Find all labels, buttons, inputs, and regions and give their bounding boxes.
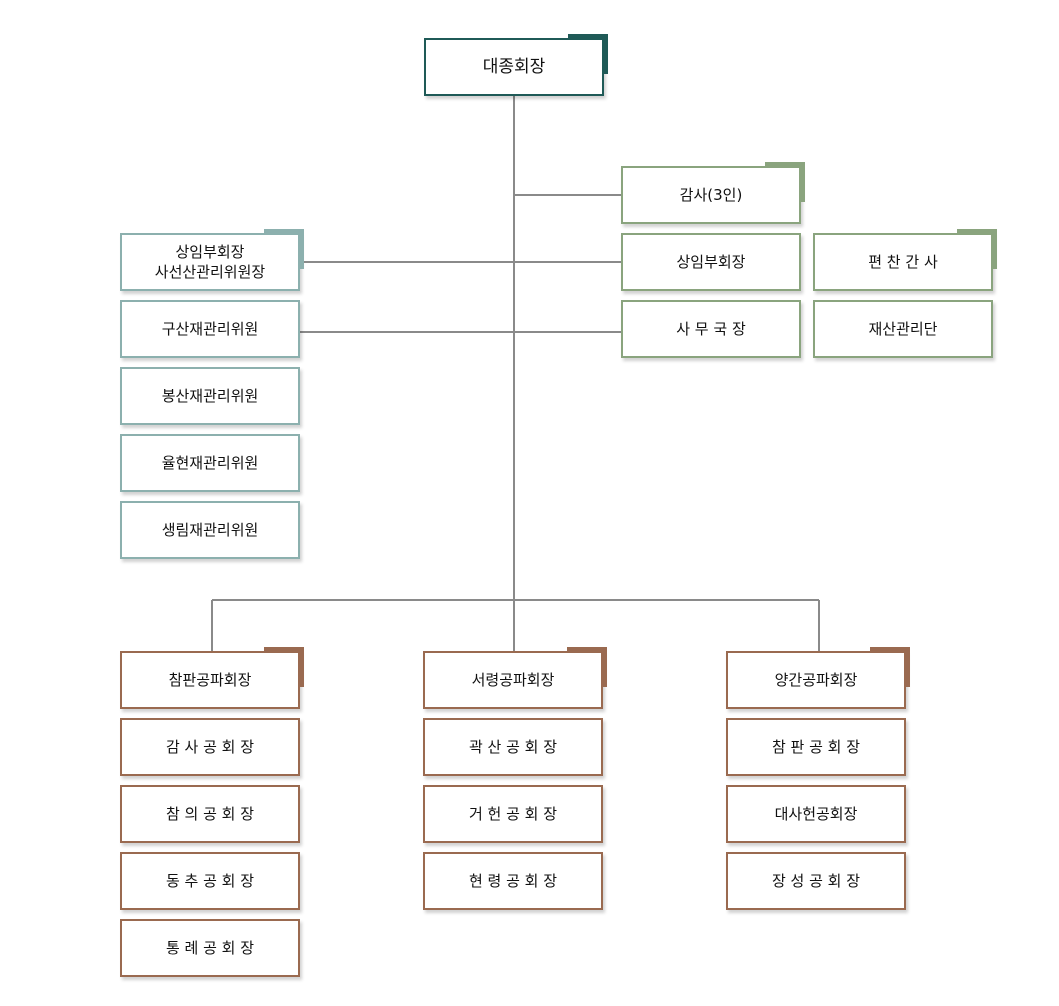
- committee-box: 율현재관리위원: [120, 434, 300, 492]
- committee-label: 율현재관리위원: [161, 453, 259, 472]
- branch-member-box: 감 사 공 회 장: [120, 718, 300, 776]
- branch-head-label: 참판공파회장: [168, 670, 252, 689]
- branch-member-box: 동 추 공 회 장: [120, 852, 300, 910]
- branch-member-label: 통 례 공 회 장: [165, 938, 255, 957]
- branch-head-label: 서령공파회장: [471, 670, 555, 689]
- chairman-box: 대종회장: [424, 34, 608, 96]
- property-group-label: 재산관리단: [868, 319, 938, 338]
- editor-box: 편 찬 간 사: [813, 229, 997, 291]
- property-group-box: 재산관리단: [813, 300, 993, 358]
- branch-member-box: 거 헌 공 회 장: [423, 785, 603, 843]
- vice-president-right-box: 상임부회장: [621, 233, 801, 291]
- branch-member-box: 대사헌공회장: [726, 785, 906, 843]
- corner-tab: [264, 229, 304, 269]
- secretariat-box: 사 무 국 장: [621, 300, 801, 358]
- vice-president-right-label: 상임부회장: [676, 252, 746, 271]
- corner-tab: [567, 647, 607, 687]
- corner-tab: [765, 162, 805, 202]
- committee-box: 구산재관리위원: [120, 300, 300, 358]
- corner-tab: [957, 229, 997, 269]
- branch-head-box: 양간공파회장: [726, 647, 910, 709]
- vice-president-left-box: 상임부회장 사선산관리위원장: [120, 229, 304, 291]
- chairman-label: 대종회장: [482, 56, 546, 77]
- branch-member-box: 장 성 공 회 장: [726, 852, 906, 910]
- branch-member-label: 대사헌공회장: [774, 804, 858, 823]
- audit-box: 감사(3인): [621, 162, 805, 224]
- committee-label: 봉산재관리위원: [161, 386, 259, 405]
- branch-member-box: 현 령 공 회 장: [423, 852, 603, 910]
- branch-member-label: 참 의 공 회 장: [165, 804, 255, 823]
- branch-member-label: 장 성 공 회 장: [771, 871, 861, 890]
- branch-member-label: 곽 산 공 회 장: [468, 737, 558, 756]
- corner-tab: [870, 647, 910, 687]
- committee-box: 봉산재관리위원: [120, 367, 300, 425]
- corner-tab: [264, 647, 304, 687]
- vice-president-left-label: 상임부회장 사선산관리위원장: [154, 242, 266, 281]
- branch-member-label: 현 령 공 회 장: [468, 871, 558, 890]
- branch-member-box: 통 례 공 회 장: [120, 919, 300, 977]
- branch-member-label: 참 판 공 회 장: [771, 737, 861, 756]
- committee-label: 생림재관리위원: [161, 520, 259, 539]
- branch-member-box: 참 판 공 회 장: [726, 718, 906, 776]
- branch-member-label: 동 추 공 회 장: [165, 871, 255, 890]
- branch-member-box: 참 의 공 회 장: [120, 785, 300, 843]
- committee-label: 구산재관리위원: [161, 319, 259, 338]
- branch-member-label: 거 헌 공 회 장: [468, 804, 558, 823]
- editor-label: 편 찬 간 사: [868, 252, 938, 271]
- branch-head-box: 서령공파회장: [423, 647, 607, 709]
- branch-head-box: 참판공파회장: [120, 647, 304, 709]
- branch-member-box: 곽 산 공 회 장: [423, 718, 603, 776]
- committee-box: 생림재관리위원: [120, 501, 300, 559]
- branch-member-label: 감 사 공 회 장: [165, 737, 255, 756]
- corner-tab: [568, 34, 608, 74]
- branch-head-label: 양간공파회장: [774, 670, 858, 689]
- audit-label: 감사(3인): [679, 185, 743, 204]
- secretariat-label: 사 무 국 장: [676, 319, 746, 338]
